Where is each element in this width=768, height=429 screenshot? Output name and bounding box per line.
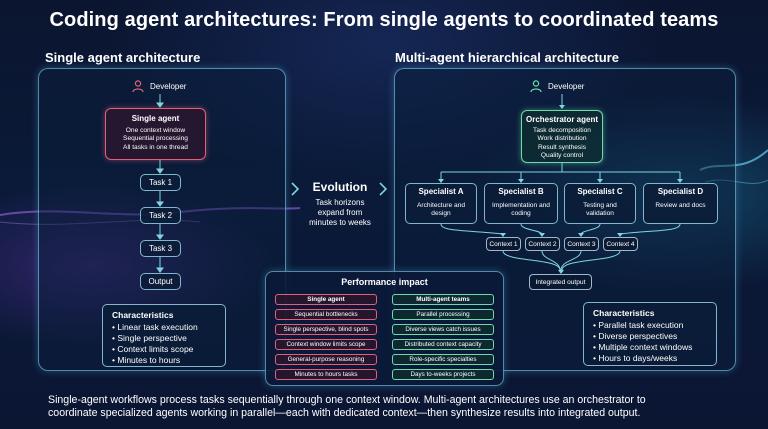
single-agent-line: Sequential processing	[123, 135, 188, 143]
orchestrator-line: Result synthesis	[537, 143, 586, 151]
perf-single-row: Sequential bottlenecks	[275, 309, 377, 320]
evolution-block: Evolution Task horizons expand from minu…	[300, 180, 380, 228]
caption-line: Single-agent workflows process tasks seq…	[48, 394, 646, 406]
single-heading: Single agent architecture	[45, 50, 201, 65]
orchestrator-title: Orchestrator agent	[525, 115, 599, 124]
perf-multi-row: Role-specific specialties	[392, 354, 494, 365]
specialist-title: Specialist C	[577, 187, 623, 196]
developer-label: Developer	[548, 81, 585, 91]
characteristics-title: Characteristics	[593, 308, 655, 318]
specialist-title: Specialist A	[418, 187, 464, 196]
specialist-line: Implementation and	[492, 202, 550, 209]
characteristic-item: Linear task execution	[112, 322, 216, 333]
perf-multi-row: Distributed context capacity	[392, 339, 494, 350]
performance-title: Performance impact	[341, 277, 428, 287]
single-agent-title: Single agent	[131, 114, 180, 123]
task-1-box: Task 1	[140, 174, 181, 191]
perf-multi-row: Diverse views catch issues	[392, 324, 494, 335]
specialist-title: Specialist B	[498, 187, 544, 196]
characteristic-item: Minutes to hours	[112, 355, 216, 366]
characteristic-item: Single perspective	[112, 333, 216, 344]
single-developer: Developer	[131, 79, 186, 93]
task-3-box: Task 3	[140, 240, 181, 257]
caption-line: coordinate specialized agents working in…	[48, 407, 641, 419]
specialist-line: Testing and	[583, 202, 617, 209]
specialist-line: Architecture and	[416, 202, 465, 209]
specialist-b-box: Specialist B Implementation and coding	[484, 183, 558, 224]
context-2-box: Context 2	[525, 237, 560, 251]
specialist-line: Review and docs	[655, 202, 706, 209]
evolution-line: expand from	[317, 208, 363, 217]
characteristic-item: Context limits scope	[112, 344, 216, 355]
perf-multi-header: Multi-agent teams	[392, 294, 494, 305]
single-agent-line: One context window	[125, 127, 186, 134]
specialist-a-box: Specialist A Architecture and design	[405, 183, 477, 224]
evolution-title: Evolution	[312, 180, 368, 194]
orchestrator-box: Orchestrator agent Task decomposition Wo…	[521, 110, 603, 163]
characteristic-item: Diverse perspectives	[593, 331, 707, 342]
page-title: Coding agent architectures: From single …	[49, 9, 719, 31]
perf-single-row: Context window limits scope	[275, 339, 377, 350]
specialist-line: design	[431, 210, 451, 217]
output-box: Output	[140, 273, 181, 290]
specialist-title: Specialist D	[657, 187, 704, 196]
developer-label: Developer	[150, 81, 187, 91]
evolution-line: minutes to weeks	[309, 218, 371, 227]
single-characteristics: Characteristics Linear task execution Si…	[102, 304, 226, 367]
characteristic-item: Parallel task execution	[593, 320, 707, 331]
orchestrator-line: Task decomposition	[533, 127, 591, 134]
context-3-box: Context 3	[564, 237, 599, 251]
multi-developer: Developer	[529, 79, 584, 93]
orchestrator-line: Work distribution	[537, 135, 587, 143]
characteristic-item: Multiple context windows	[593, 342, 707, 353]
characteristic-item: Hours to days/weeks	[593, 353, 707, 364]
characteristics-title: Characteristics	[112, 310, 174, 320]
perf-single-row: Minutes to hours tasks	[275, 369, 377, 380]
context-4-box: Context 4	[603, 237, 638, 251]
integrated-output-box: Integrated output	[529, 274, 592, 290]
developer-icon	[530, 80, 542, 93]
perf-single-row: General-purpose reasoning	[275, 354, 377, 365]
perf-multi-row: Parallel processing	[392, 309, 494, 320]
multi-heading: Multi-agent hierarchical architecture	[395, 50, 619, 65]
single-agent-box: Single agent One context window Sequenti…	[105, 108, 206, 160]
perf-single-header: Single agent	[275, 294, 377, 305]
context-1-box: Context 1	[486, 237, 521, 251]
multi-characteristics: Characteristics Parallel task execution …	[583, 302, 717, 366]
specialist-d-box: Specialist D Review and docs	[643, 183, 718, 224]
specialist-line: validation	[586, 210, 614, 217]
perf-single-row: Single perspective, blind spots	[275, 324, 377, 335]
evolution-line: Task horizons	[315, 198, 365, 207]
caption: Single-agent workflows process tasks seq…	[48, 394, 748, 420]
task-2-box: Task 2	[140, 207, 181, 224]
perf-multi-row: Days to-weeks projects	[392, 369, 494, 380]
specialist-c-box: Specialist C Testing and validation	[564, 183, 636, 224]
single-agent-line: All tasks in one thread	[123, 143, 188, 151]
developer-icon	[132, 80, 144, 93]
specialist-line: coding	[511, 210, 531, 217]
orchestrator-line: Quality control	[540, 152, 584, 160]
